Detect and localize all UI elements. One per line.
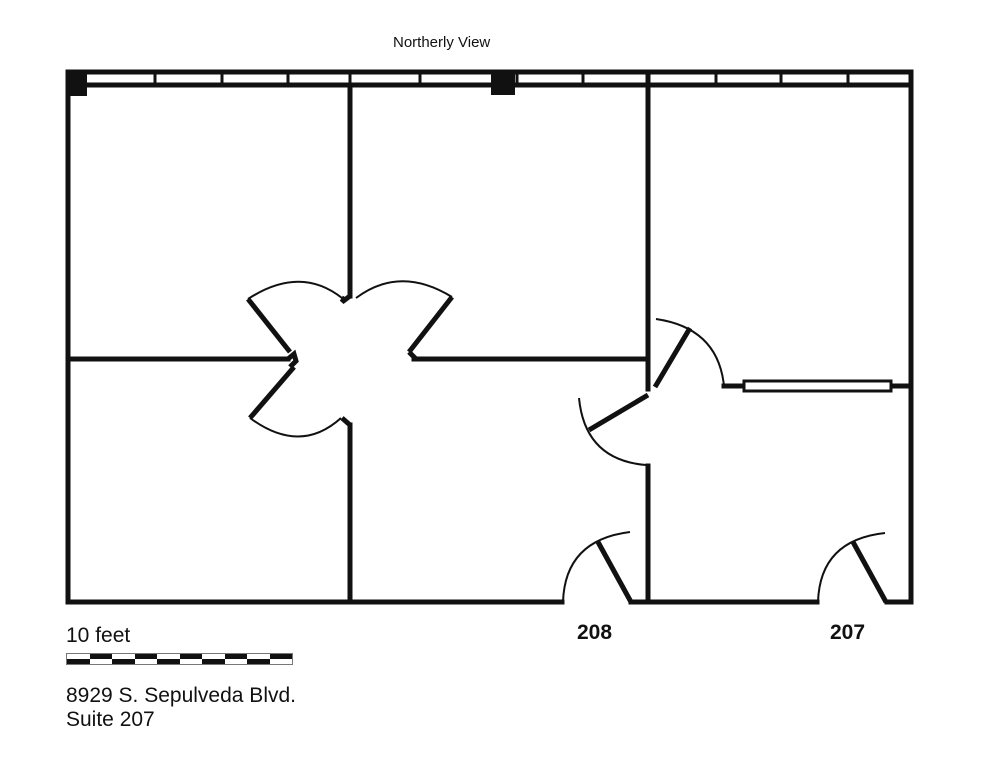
door-swing-207: [817, 532, 886, 603]
door-leaf-east-upper: [652, 326, 693, 389]
interior-glazing: [742, 379, 893, 393]
door-swing-nw: [247, 280, 343, 300]
door-leaf-207: [850, 540, 889, 604]
column-north-center: [491, 72, 515, 95]
door-swing-east-left: [578, 397, 647, 466]
column-northwest: [68, 72, 87, 96]
door-leaf-nw: [246, 297, 292, 354]
address-street: 8929 S. Sepulveda Blvd.: [66, 684, 296, 707]
door-swing-sw: [249, 417, 342, 438]
door-leaf-east-left: [587, 392, 650, 433]
door-swing-208: [562, 531, 631, 603]
door-leaf-sw: [248, 365, 296, 420]
address-suite: Suite 207: [66, 708, 155, 731]
door-swing-ne: [355, 280, 453, 299]
scale-label: 10 feet: [66, 624, 131, 647]
suite-label-208: 208: [577, 621, 613, 644]
door-leaf-ne: [407, 295, 454, 354]
scale-bar: [66, 653, 293, 665]
door-leaf-208: [595, 540, 634, 604]
suite-label-207: 207: [830, 621, 866, 644]
address-block: 8929 S. Sepulveda Blvd. Suite 207: [66, 684, 296, 732]
door-swing-east-upper: [655, 318, 725, 387]
